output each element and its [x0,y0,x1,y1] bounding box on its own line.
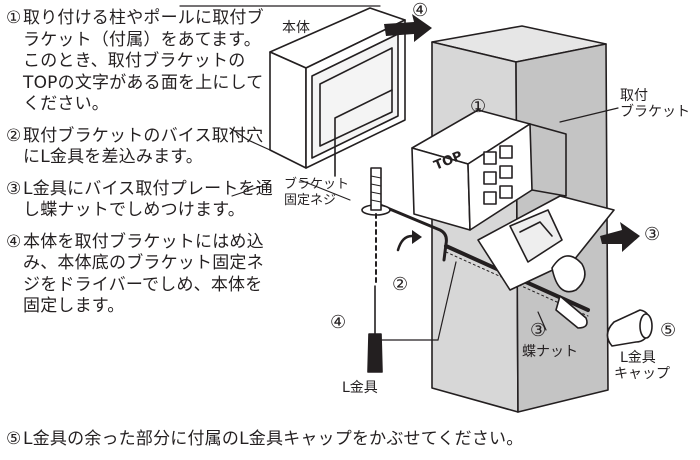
label-screw-line2: 固定ネジ [284,193,336,208]
vise-plate-illustration [477,195,615,331]
step-2-text: 取付ブラケットのバイス取付穴にL金具を差込みます。 [23,125,264,168]
unit-body-illustration [229,7,406,177]
screwdriver-illustration [367,285,383,373]
label-screw-line1: ブラケット [284,176,349,192]
label-cap-line2: キャップ [614,366,670,382]
step-5-text: L金具の余った部分に付属のL金具キャップをかぶせてください。 [23,429,524,449]
marker-step-1: ① [470,96,486,117]
l-bracket-cap-illustration [606,309,653,347]
step-5: ⑤L金具の余った部分に付属のL金具キャップをかぶせてください。 [6,428,523,450]
marker-step-4-driver: ④ [330,312,346,333]
step-1-number: ① [6,8,22,28]
marker-step-3-arrow: ③ [644,224,660,245]
label-cap-line1: L金具 [620,350,656,366]
step-5-number: ⑤ [6,429,22,449]
label-bracket-line1: 取付 [620,88,648,104]
label-bracket-line2: ブラケット [620,103,690,120]
label-wing-nut: 蝶ナット [522,344,578,360]
step-3-number: ③ [6,178,22,199]
label-l-bracket: L金具 [342,380,378,396]
label-body: 本体 [282,20,310,36]
marker-step-5: ⑤ [660,320,676,341]
step-3: ③L金具にバイス取付プレートを通し蝶ナットでしめつけます。 [6,179,274,222]
bracket-screw-illustration [361,167,391,283]
instruction-steps: ①取り付ける柱やポールに取付ブラケット（付属）をあてます。このとき、取付ブラケッ… [6,8,274,328]
push-arrow-right [600,222,640,252]
step-2: ②取付ブラケットのバイス取付穴にL金具を差込みます。 [6,126,274,169]
step-2-number: ② [6,125,22,146]
marker-step-2: ② [392,274,408,295]
step-3-text: L金具にバイス取付プレートを通し蝶ナットでしめつけます。 [23,178,273,221]
step-4-number: ④ [6,231,22,252]
step-4-text: 本体を取付ブラケットにはめ込み、本体底のブラケット固定ネジをドライバーでしめ、本… [23,231,264,317]
marker-step-3-nut: ③ [530,320,546,341]
mounting-bracket-illustration [411,107,619,231]
step-1: ①取り付ける柱やポールに取付ブラケット（付属）をあてます。このとき、取付ブラケッ… [6,8,274,116]
marker-step-4-top: ④ [412,0,428,21]
mounting-illustration: TOP 本体 取付 ブラケット ブラケット 固定ネジ 蝶ナット L金具 L金具 … [179,0,690,413]
step-1-text: 取り付ける柱やポールに取付ブラケット（付属）をあてます。このとき、取付ブラケット… [23,8,264,114]
step-4: ④本体を取付ブラケットにはめ込み、本体底のブラケット固定ネジをドライバーでしめ、… [6,232,274,318]
push-arrow-top [384,14,432,42]
